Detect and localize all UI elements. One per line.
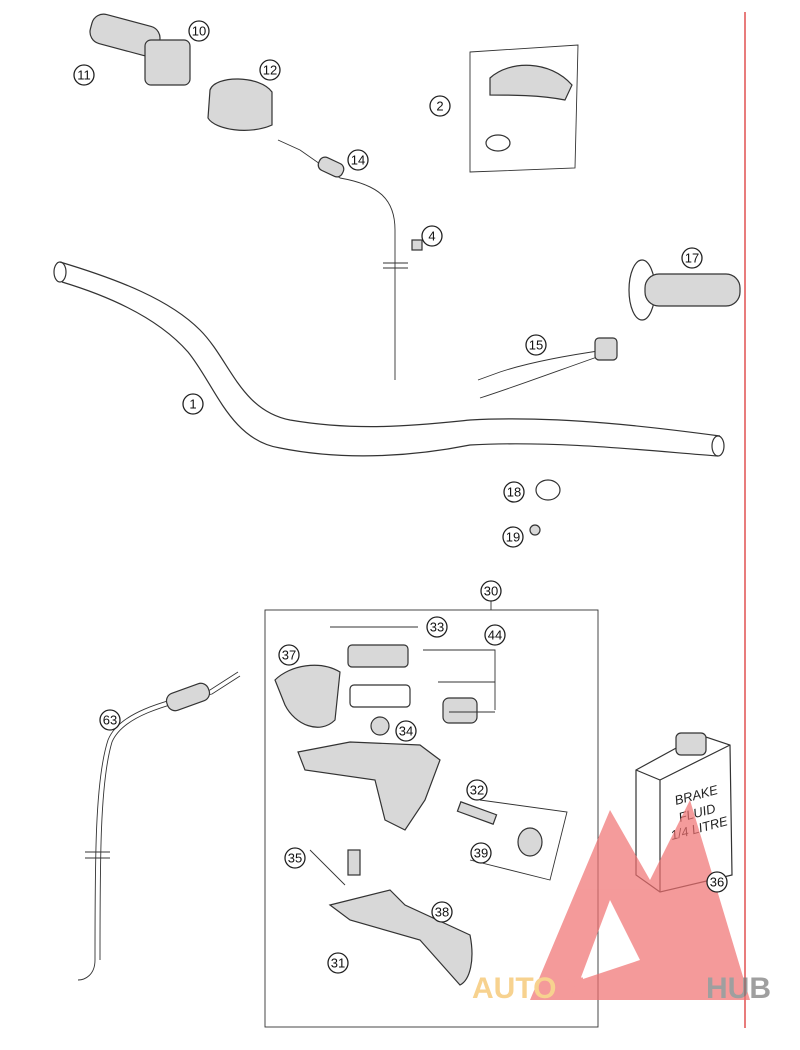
part-30-frame [264, 609, 599, 1028]
callout-36: 36 [706, 871, 728, 893]
svg-text:4: 4 [428, 229, 435, 244]
callout-14: 14 [347, 149, 369, 171]
svg-text:34: 34 [399, 724, 413, 739]
callout-35: 35 [284, 847, 306, 869]
svg-text:10: 10 [192, 24, 206, 39]
svg-text:14: 14 [351, 153, 365, 168]
watermark-auto: AUTO [472, 972, 556, 1005]
svg-text:33: 33 [430, 620, 444, 635]
svg-text:30: 30 [484, 584, 498, 599]
nut [529, 524, 541, 536]
callout-15: 15 [525, 334, 547, 356]
svg-text:39: 39 [474, 846, 488, 861]
svg-text:36: 36 [710, 875, 724, 890]
callout-12: 12 [259, 59, 281, 81]
callout-18: 18 [503, 481, 525, 503]
callout-19: 19 [502, 526, 524, 548]
callout-33: 33 [426, 616, 448, 638]
svg-text:37: 37 [282, 648, 296, 663]
watermark-hub: HUB [706, 972, 771, 1005]
callout-2: 2 [429, 95, 451, 117]
callout-11: 11 [73, 64, 95, 86]
svg-text:1: 1 [189, 397, 196, 412]
svg-text:35: 35 [288, 851, 302, 866]
switch-wire [477, 337, 618, 399]
callout-44: 44 [484, 624, 506, 646]
master-cylinder [274, 626, 568, 986]
clutch-cable [77, 671, 241, 981]
callout-37: 37 [278, 644, 300, 666]
watermark: AUTO MOTO HUB [472, 800, 771, 1005]
svg-text:19: 19 [506, 530, 520, 545]
svg-text:18: 18 [507, 485, 521, 500]
svg-text:38: 38 [435, 905, 449, 920]
throttle-cable [277, 139, 423, 380]
svg-text:44: 44 [488, 628, 502, 643]
svg-text:31: 31 [331, 956, 345, 971]
callout-4: 4 [421, 225, 443, 247]
svg-text:2: 2 [436, 99, 443, 114]
cable-tie [535, 479, 561, 501]
svg-text:17: 17 [685, 251, 699, 266]
callout-1: 1 [182, 393, 204, 415]
svg-text:12: 12 [263, 63, 277, 78]
callout-31: 31 [327, 952, 349, 974]
svg-text:15: 15 [529, 338, 543, 353]
callout-39: 39 [470, 842, 492, 864]
watermark-moto: MOTO [560, 972, 649, 1005]
part-2-frame [469, 44, 579, 173]
handlebar [53, 261, 725, 457]
callout-10: 10 [188, 20, 210, 42]
callout-38: 38 [431, 901, 453, 923]
svg-text:63: 63 [103, 713, 117, 728]
callout-30: 30 [480, 580, 502, 602]
callout-32: 32 [466, 779, 488, 801]
throttle-grip [89, 13, 273, 131]
svg-text:11: 11 [77, 68, 91, 83]
callout-34: 34 [395, 720, 417, 742]
svg-text:32: 32 [470, 783, 484, 798]
callout-63: 63 [99, 709, 121, 731]
callout-17: 17 [681, 247, 703, 269]
left-grip [628, 259, 741, 321]
